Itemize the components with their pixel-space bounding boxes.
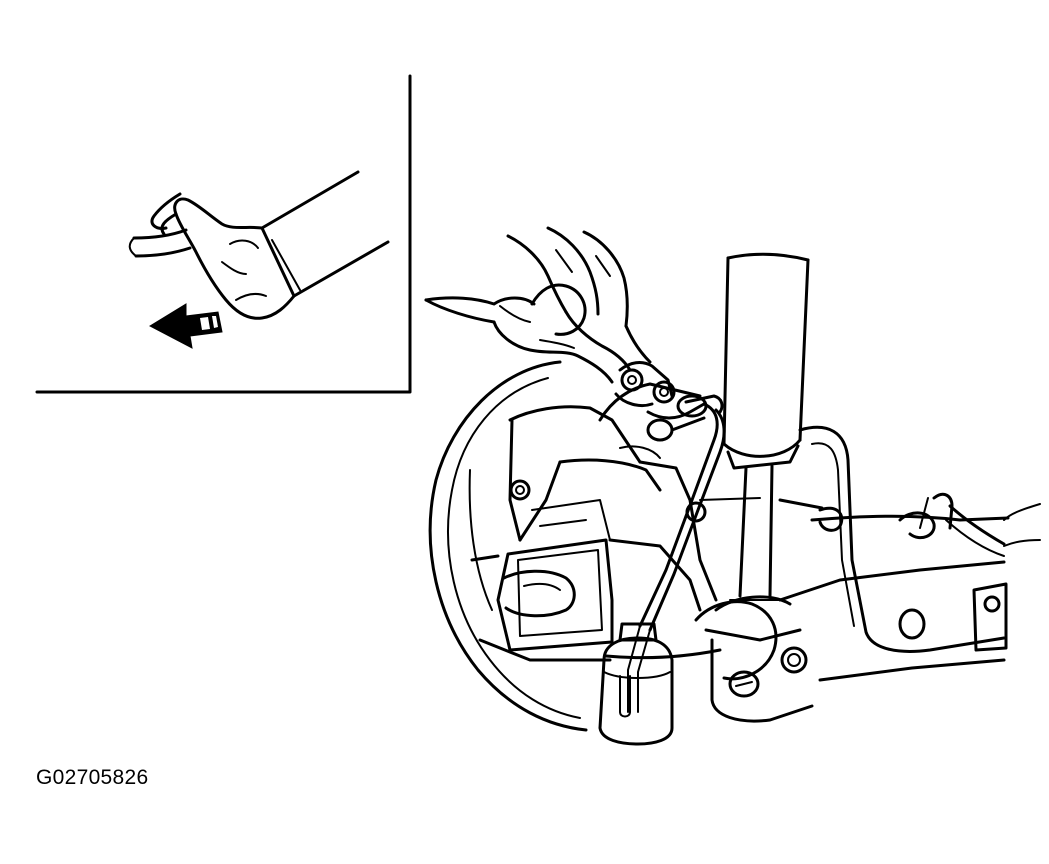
brake-caliper [470,405,707,662]
arrow-left-icon [148,303,223,349]
inset-detail [35,74,412,394]
catch-bottle [598,622,674,746]
suspension-arm [699,425,1041,682]
inset-forearm [260,170,390,298]
mechanic-hand [424,226,652,384]
bleeder-hose [627,402,726,713]
backing-plate [428,360,588,732]
shock-absorber [704,252,810,642]
steering-knuckle [598,382,814,723]
bleeder-screw [614,361,724,442]
figure-id-label: G02705826 [36,766,149,789]
inset-hand [128,192,296,320]
inset-frame [35,74,412,394]
brake-assembly [424,226,1041,746]
